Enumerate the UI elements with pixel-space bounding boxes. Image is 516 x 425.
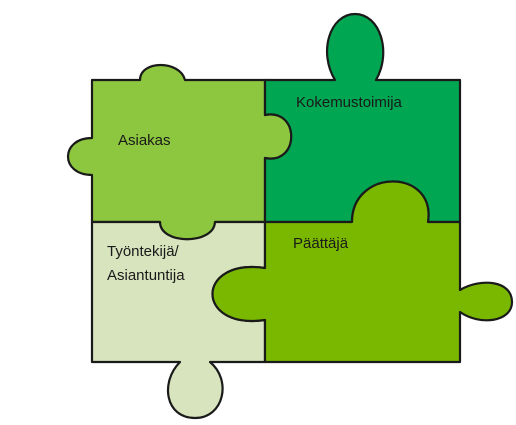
piece-kokemustoimija: Kokemustoimija (263, 12, 462, 224)
piece-asiakas: Asiakas (67, 64, 293, 241)
piece-tyontekija-label-line2: Asiantuntija (107, 267, 185, 284)
piece-tyontekija-label-line1: Työntekijä/ (107, 243, 180, 260)
piece-tyontekija: Työntekijä/ Asiantuntija (90, 220, 267, 420)
piece-kokemustoimija-label: Kokemustoimija (296, 94, 403, 111)
piece-paattaja-label: Päättäjä (293, 235, 349, 252)
piece-paattaja-shape (211, 180, 514, 364)
piece-paattaja: Päättäjä (211, 180, 514, 364)
piece-asiakas-label: Asiakas (118, 132, 171, 149)
piece-asiakas-shape (67, 64, 293, 241)
piece-kokemustoimija-shape (263, 12, 462, 224)
